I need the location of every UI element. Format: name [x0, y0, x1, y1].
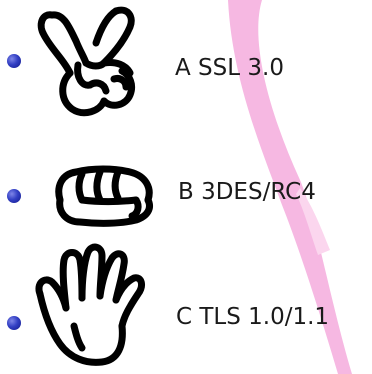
bullet-c [7, 316, 21, 330]
option-b-label[interactable]: B 3DES/RC4 [178, 179, 316, 205]
bullet-a [7, 54, 21, 68]
rock-fist-icon [55, 165, 153, 227]
option-a-label[interactable]: A SSL 3.0 [175, 55, 284, 81]
scissors-hand-icon [37, 6, 136, 117]
option-c-label[interactable]: C TLS 1.0/1.1 [176, 304, 330, 330]
bullet-b [7, 189, 21, 203]
paper-hand-icon [35, 243, 145, 366]
